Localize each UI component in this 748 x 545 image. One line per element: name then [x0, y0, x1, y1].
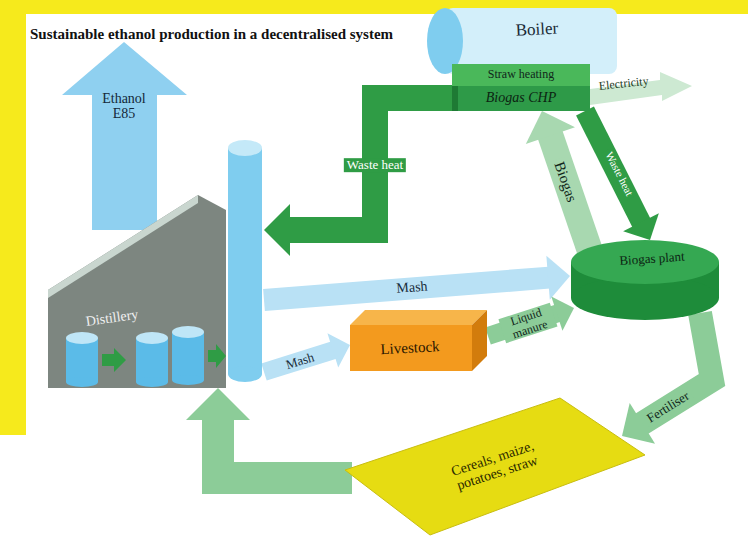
biogas-cylinder-shape — [570, 235, 720, 323]
flow-line — [550, 135, 590, 251]
flow-line — [218, 419, 352, 478]
flow-line — [264, 350, 334, 372]
flow-arrow — [264, 256, 570, 300]
arrow-head — [327, 333, 350, 367]
node-label: Ethanol E85 — [92, 91, 156, 122]
product-arrow-shape — [62, 40, 187, 230]
crop-field: Cereals, maize, potatoes, straw — [345, 398, 645, 536]
distillery-building: Distillery — [48, 140, 264, 388]
livestock-box: Livestock — [350, 310, 490, 372]
arrow-head — [264, 204, 290, 256]
flow-label: Biogas — [550, 157, 580, 207]
node-label: Straw heating — [456, 68, 586, 81]
chp-band: Biogas CHP — [452, 86, 590, 111]
arrow-head — [623, 213, 659, 240]
flow-label: Mash — [393, 279, 431, 297]
flow-line — [289, 98, 452, 230]
flow-line — [264, 278, 549, 300]
diagram-title: Sustainable ethanol production in a dece… — [30, 26, 393, 43]
arrow-head — [526, 111, 575, 144]
flow-arrow — [186, 388, 352, 478]
flow-arrow — [264, 333, 350, 372]
heating-band: Straw heating — [452, 64, 590, 86]
flow-arrow — [585, 111, 659, 240]
flow-label: Mash — [281, 349, 318, 372]
arrow-head — [546, 256, 570, 300]
flow-label: Waste heat — [602, 147, 637, 200]
product-arrow: Ethanol E85 — [62, 40, 187, 230]
flow-label: Fertiliser — [642, 387, 694, 427]
arrow-head — [186, 388, 250, 420]
flow-arrow — [622, 313, 712, 444]
flow-line — [585, 111, 641, 223]
flow-label: Liquid manure — [498, 303, 557, 344]
flow-arrow — [526, 111, 590, 251]
biogas-cylinder: Biogas plant — [570, 235, 720, 323]
distillery-building-shape — [48, 140, 264, 388]
flow-label: Waste heat — [344, 158, 406, 172]
node-label: Biogas CHP — [456, 90, 586, 105]
flow-arrow — [264, 98, 452, 256]
